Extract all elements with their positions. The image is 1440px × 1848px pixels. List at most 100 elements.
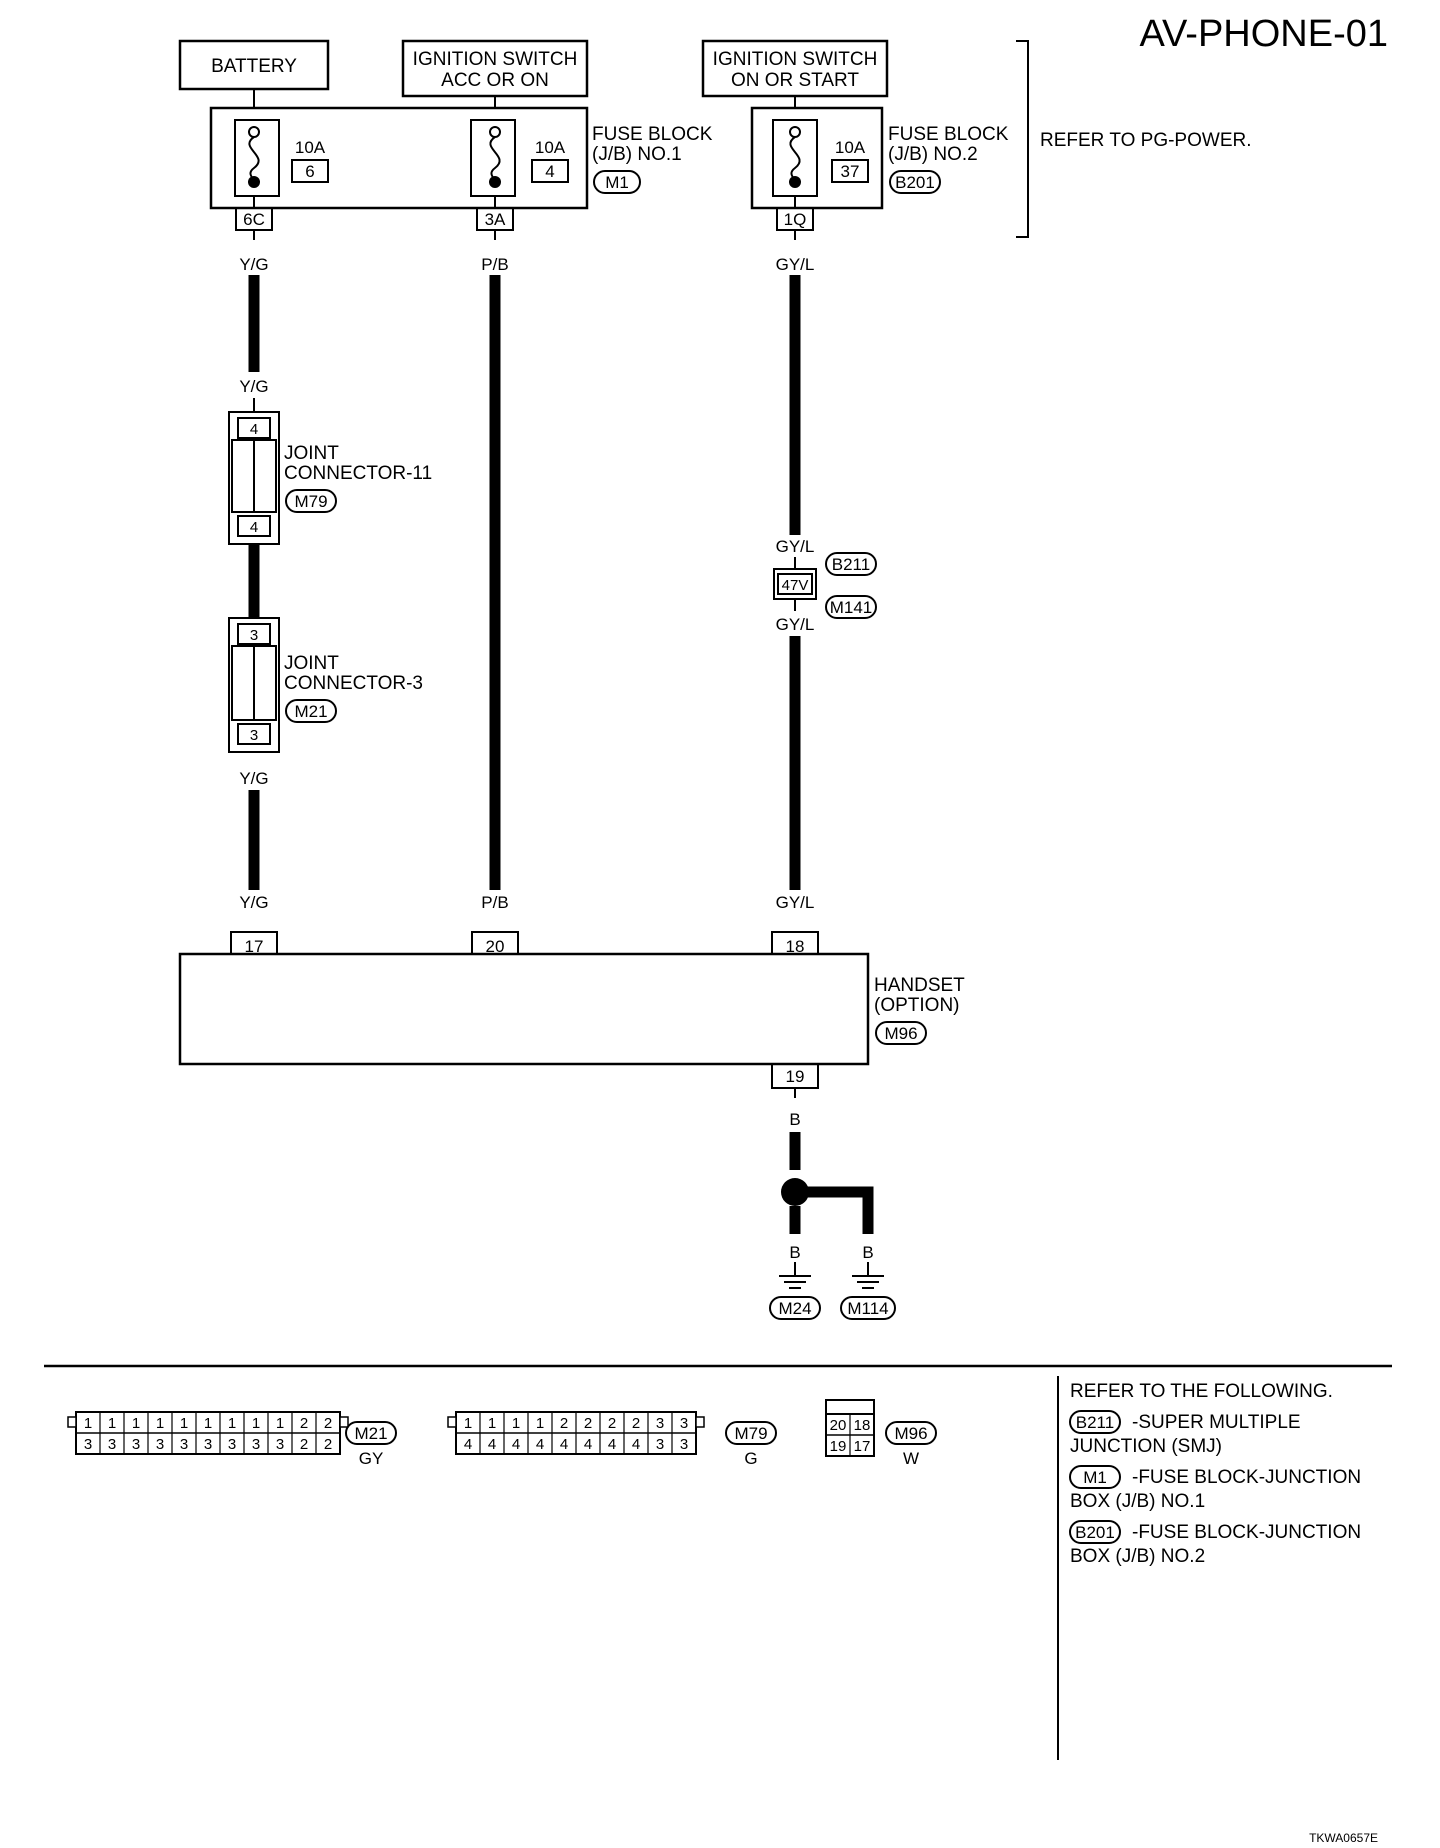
wire-label-gyl-4: GY/L xyxy=(776,893,815,912)
ground-symbol-m114: M114 xyxy=(840,1262,896,1320)
connector-m21-pin-bottom-9: 2 xyxy=(300,1436,308,1453)
refer-following-heading: REFER TO THE FOLLOWING. xyxy=(1070,1381,1333,1402)
connector-m21-pin-bottom-4: 3 xyxy=(180,1436,188,1453)
wire-label-pb-1: P/B xyxy=(481,255,508,274)
terminal-6c: 6C xyxy=(235,207,273,231)
refer-item-b201: B201 -FUSE BLOCK-JUNCTION BOX (J/B) NO.2 xyxy=(1069,1520,1361,1567)
battery-source: BATTERY xyxy=(178,39,330,91)
connector-m21-pin-bottom-6: 3 xyxy=(228,1436,236,1453)
svg-text:M1: M1 xyxy=(605,173,629,192)
connector-m79-pin-top-2: 1 xyxy=(512,1415,520,1432)
ign-on-label-1: IGNITION SWITCH xyxy=(713,49,878,70)
connector-m79-pin-top-1: 1 xyxy=(488,1415,496,1432)
joint-11-label-2: CONNECTOR-11 xyxy=(284,463,432,484)
joint-connector-3: 3 3 xyxy=(228,617,280,753)
svg-text:M24: M24 xyxy=(778,1299,811,1318)
connector-m79-pin-top-6: 2 xyxy=(608,1415,616,1432)
terminal-3a: 3A xyxy=(476,207,514,231)
connector-tag-m21: M21 xyxy=(285,699,337,723)
connector-m79-pin-bottom-7: 4 xyxy=(632,1436,640,1453)
connector-m79-pin-top-3: 1 xyxy=(536,1415,544,1432)
wire-label-gyl-3: GY/L xyxy=(776,615,815,634)
joint-11-label-1: JOINT xyxy=(284,443,339,464)
svg-text:B211: B211 xyxy=(1076,1413,1114,1432)
connector-m79-pin-top-5: 2 xyxy=(584,1415,592,1432)
wire-label-yg-4: Y/G xyxy=(239,893,268,912)
handset-pin-19: 19 xyxy=(786,1067,805,1086)
fuse-1-number: 6 xyxy=(305,162,314,181)
refer-item-m1: M1 -FUSE BLOCK-JUNCTION BOX (J/B) NO.1 xyxy=(1069,1465,1361,1512)
wire-label-yg-2: Y/G xyxy=(239,377,268,396)
connector-m21-pin-bottom-10: 2 xyxy=(324,1436,332,1453)
fuse-3-amperage: 10A xyxy=(835,138,866,157)
fuse-block-1: 10A 6 10A 4 xyxy=(209,106,589,210)
handset-pin-20: 20 xyxy=(486,937,505,956)
fuse-2-amperage: 10A xyxy=(535,138,566,157)
ign-acc-label-2: ACC OR ON xyxy=(441,70,549,91)
svg-text:M21: M21 xyxy=(354,1424,387,1443)
wire-b-branch xyxy=(795,1186,874,1234)
connector-m21-pin-top-6: 1 xyxy=(228,1415,236,1432)
connector-m79-pin-bottom-6: 4 xyxy=(608,1436,616,1453)
connector-m79-pin-bottom-0: 4 xyxy=(464,1436,472,1453)
svg-text:3A: 3A xyxy=(485,210,506,229)
connector-m21-pin-top-5: 1 xyxy=(204,1415,212,1432)
wire-label-b-3: B xyxy=(862,1243,873,1262)
connector-m21-pin-top-3: 1 xyxy=(156,1415,164,1432)
connector-m79-pin-bottom-1: 4 xyxy=(488,1436,496,1453)
refer-pg-power-note: REFER TO PG-POWER. xyxy=(1040,130,1252,151)
connector-m21-pin-bottom-3: 3 xyxy=(156,1436,164,1453)
connector-tag-m1: M1 xyxy=(593,170,641,194)
connector-m21-pin-top-9: 2 xyxy=(300,1415,308,1432)
connector-m79-pin-top-9: 3 xyxy=(680,1415,688,1432)
connector-m79-pin-bottom-4: 4 xyxy=(560,1436,568,1453)
svg-text:3: 3 xyxy=(250,727,258,744)
wire-label-b-2: B xyxy=(789,1243,800,1262)
handset-label-1: HANDSET xyxy=(874,975,965,996)
connector-tag-b201: B201 xyxy=(889,170,941,194)
svg-text:6C: 6C xyxy=(243,210,265,229)
connector-m21-pin-top-10: 2 xyxy=(324,1415,332,1432)
connector-m21-pin-top-8: 1 xyxy=(276,1415,284,1432)
svg-text:B201: B201 xyxy=(895,173,935,192)
refer-item-b211: B211 -SUPER MULTIPLE JUNCTION (SMJ) xyxy=(1069,1410,1301,1457)
wire-label-gyl-2: GY/L xyxy=(776,537,815,556)
connector-m96-pin-bottom-0: 19 xyxy=(830,1438,847,1455)
smj-connector-47v: 47V xyxy=(773,557,817,611)
connector-face-m21-tag: M21 GY xyxy=(345,1421,397,1468)
connector-m21-pin-bottom-8: 3 xyxy=(276,1436,284,1453)
handset-label-2: (OPTION) xyxy=(874,995,960,1016)
svg-text:-SUPER MULTIPLE: -SUPER MULTIPLE xyxy=(1132,1412,1301,1433)
connector-m21-pin-bottom-7: 3 xyxy=(252,1436,260,1453)
connector-m21-pin-top-0: 1 xyxy=(84,1415,92,1432)
connector-m21-pin-bottom-2: 3 xyxy=(132,1436,140,1453)
handset-pin-17: 17 xyxy=(245,937,264,956)
joint-3-label-2: CONNECTOR-3 xyxy=(284,673,423,694)
svg-text:M21: M21 xyxy=(294,702,327,721)
connector-m21-pin-top-1: 1 xyxy=(108,1415,116,1432)
connector-m21-pin-bottom-5: 3 xyxy=(204,1436,212,1453)
svg-text:-FUSE BLOCK-JUNCTION: -FUSE BLOCK-JUNCTION xyxy=(1132,1467,1361,1488)
connector-m79-pin-top-0: 1 xyxy=(464,1415,472,1432)
terminal-1q: 1Q xyxy=(776,207,814,231)
joint-connector-11: 4 4 xyxy=(228,411,280,545)
figure-id: TKWA0657E xyxy=(1309,1831,1378,1845)
connector-m79-pin-bottom-2: 4 xyxy=(512,1436,520,1453)
ignition-switch-acc-source: IGNITION SWITCH ACC OR ON xyxy=(401,39,589,98)
ign-on-label-2: ON OR START xyxy=(731,70,859,91)
ignition-switch-on-source: IGNITION SWITCH ON OR START xyxy=(701,39,889,98)
connector-tag-b211: B211 xyxy=(825,552,877,576)
svg-text:M141: M141 xyxy=(830,598,873,617)
connector-m79-pin-top-4: 2 xyxy=(560,1415,568,1432)
connector-m21-pin-bottom-0: 3 xyxy=(84,1436,92,1453)
battery-label: BATTERY xyxy=(211,56,297,77)
wire-label-pb-2: P/B xyxy=(481,893,508,912)
fuse-block-2-label-1: FUSE BLOCK xyxy=(888,124,1009,145)
handset-unit xyxy=(178,952,870,1066)
svg-text:M1: M1 xyxy=(1083,1468,1107,1487)
diagram-title: AV-PHONE-01 xyxy=(1140,13,1388,55)
handset-pin-18: 18 xyxy=(786,937,805,956)
connector-m79-pin-bottom-5: 4 xyxy=(584,1436,592,1453)
